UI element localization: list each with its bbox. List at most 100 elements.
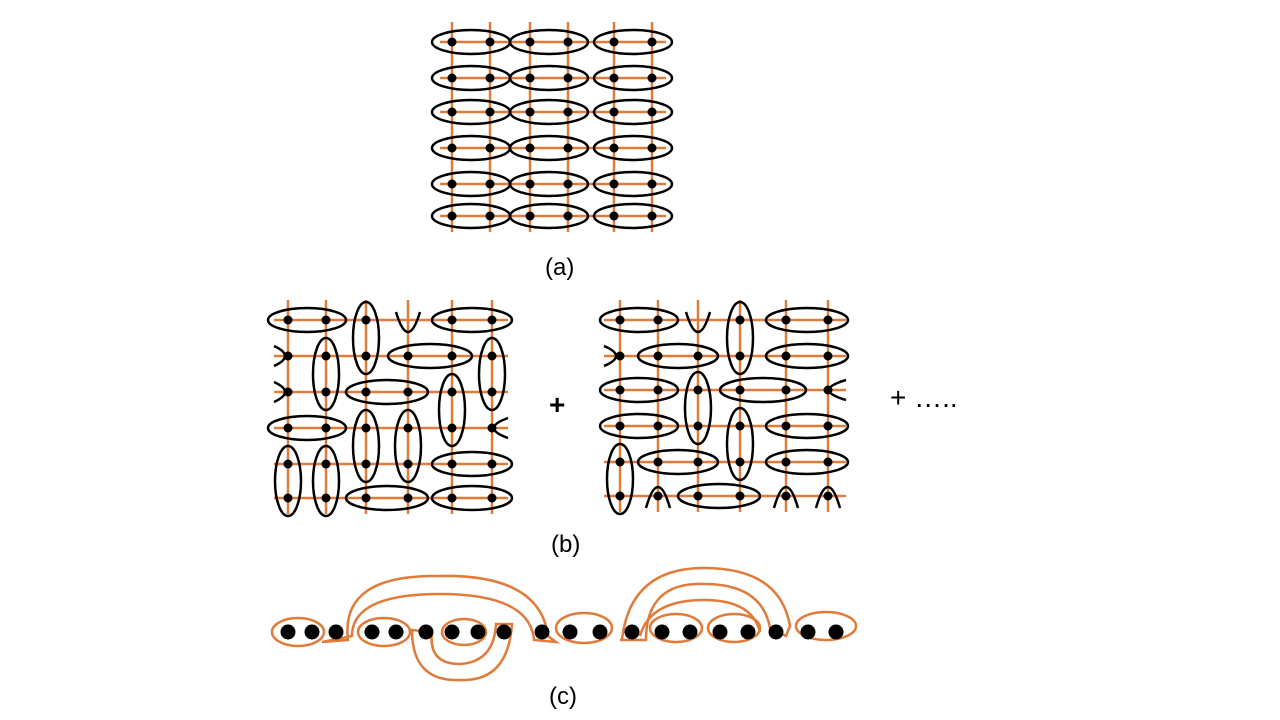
site-dot [321, 315, 331, 325]
site-dot [447, 459, 457, 469]
boundary-dimer-arc [492, 416, 509, 440]
panel-c-chain-diagram [270, 566, 858, 682]
site-dot [447, 315, 457, 325]
site-dot [609, 37, 619, 47]
site-dot [447, 211, 457, 221]
site-dot [615, 351, 625, 361]
boundary-dimer-arc [827, 378, 847, 402]
pairing-arc [410, 622, 514, 682]
dimer-ellipse [508, 202, 590, 230]
site-dot [447, 423, 457, 433]
site-dot [693, 351, 703, 361]
chain-site-dot [280, 624, 296, 640]
plus-sign: + [549, 389, 566, 420]
pairing-loop [554, 611, 614, 645]
site-dot [403, 493, 413, 503]
site-dot [735, 457, 745, 467]
boundary-dimer-arc [273, 380, 287, 404]
site-dot [823, 421, 833, 431]
dimer-ellipse [477, 336, 507, 412]
plus-ellipsis: + ….. [890, 382, 958, 413]
boundary-dimer-arc [684, 311, 712, 334]
site-dot [823, 491, 833, 501]
site-dot [485, 211, 495, 221]
panel-b-configuration-1 [266, 300, 514, 518]
site-dot [447, 179, 457, 189]
chain-site-dot [418, 624, 434, 640]
chain-site-dot [444, 624, 460, 640]
site-dot [487, 493, 497, 503]
chain-site-dot [740, 624, 756, 640]
site-dot [487, 459, 497, 469]
site-dot [653, 421, 663, 431]
dimer-ellipse [764, 342, 850, 370]
site-dot [735, 351, 745, 361]
dimer-ellipse [311, 336, 341, 412]
site-dot [693, 385, 703, 395]
dimer-ellipse [430, 450, 514, 478]
site-dot [647, 73, 657, 83]
site-dot [735, 421, 745, 431]
chain-site-dot [304, 624, 320, 640]
pairing-loop [794, 610, 858, 642]
site-dot [615, 421, 625, 431]
site-dot [647, 179, 657, 189]
dimer-ellipse [266, 414, 348, 442]
site-dot [361, 387, 371, 397]
site-dot [321, 493, 331, 503]
site-dot [403, 351, 413, 361]
site-dot [447, 73, 457, 83]
boundary-dimer-arc [644, 486, 672, 509]
dimer-ellipse [393, 408, 423, 484]
site-dot [525, 143, 535, 153]
site-dot [283, 423, 293, 433]
site-dot [487, 351, 497, 361]
site-dot [693, 457, 703, 467]
site-dot [361, 459, 371, 469]
site-dot [781, 385, 791, 395]
site-dot [609, 73, 619, 83]
site-dot [615, 385, 625, 395]
site-dot [693, 491, 703, 501]
dimer-ellipse [592, 98, 674, 126]
panel-a-dimer-lattice [430, 22, 674, 232]
site-dot [653, 315, 663, 325]
site-dot [653, 351, 663, 361]
boundary-dimer-arc [273, 344, 287, 368]
dimer-ellipse [430, 484, 514, 512]
chain-site-dot [654, 624, 670, 640]
site-dot [563, 179, 573, 189]
chain-site-dot [682, 624, 698, 640]
site-dot [609, 143, 619, 153]
chain-site-dot [592, 624, 608, 640]
dimer-ellipse [598, 376, 680, 404]
pairing-loop [440, 617, 488, 647]
chain-site-dot [388, 624, 404, 640]
dimer-ellipse [508, 170, 590, 198]
site-dot [447, 493, 457, 503]
caption-c: (c) [549, 683, 577, 710]
site-dot [609, 179, 619, 189]
site-dot [735, 385, 745, 395]
site-dot [403, 387, 413, 397]
site-dot [525, 179, 535, 189]
site-dot [647, 143, 657, 153]
chain-site-dot [496, 624, 512, 640]
boundary-dimer-arc [603, 344, 618, 368]
chain-site-dot [364, 624, 380, 640]
site-dot [693, 421, 703, 431]
chain-site-dot [712, 624, 728, 640]
site-dot [781, 457, 791, 467]
dimer-ellipse [351, 300, 381, 376]
site-dot [735, 315, 745, 325]
dimer-ellipse [592, 28, 674, 56]
dimer-ellipse [273, 444, 303, 518]
dimer-ellipse [311, 444, 341, 518]
site-dot [563, 37, 573, 47]
site-dot [403, 423, 413, 433]
site-dot [563, 107, 573, 117]
site-dot [563, 73, 573, 83]
site-dot [653, 385, 663, 395]
dimer-ellipse [718, 376, 808, 404]
